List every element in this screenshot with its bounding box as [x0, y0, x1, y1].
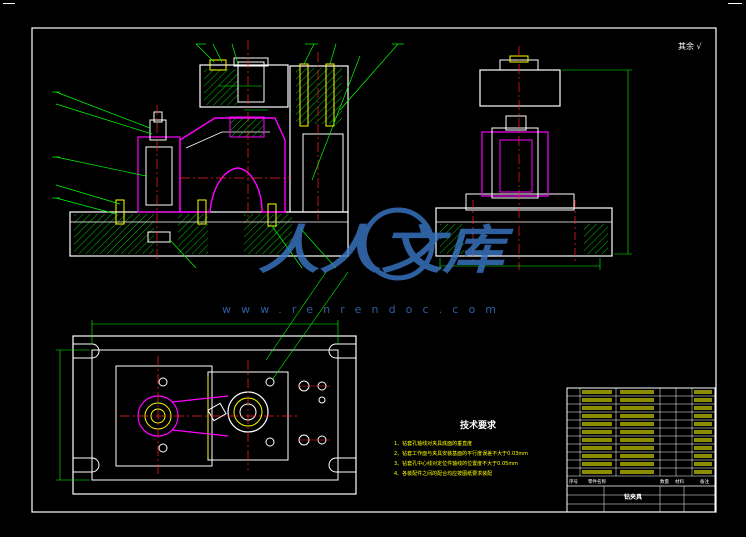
- bom-cell-mark: [582, 406, 612, 410]
- drawing-name: 钻夹具: [624, 493, 642, 501]
- bom-cell-mark: [694, 398, 712, 402]
- parts-list-and-title-block: 序号 零件名称 数量 材料 备注 钻夹具: [566, 387, 716, 513]
- surface-roughness-note: 其余 √: [678, 41, 703, 51]
- tech-requirement-item-4: 4、各装配件之间的配合均应按图纸要求装配: [394, 470, 492, 477]
- bom-cell-mark: [620, 462, 654, 466]
- top-left-corner-mark: [3, 3, 15, 4]
- bom-cell-mark: [694, 414, 712, 418]
- top-right-corner-mark: [728, 3, 742, 4]
- base-hatch-mid: [178, 214, 208, 254]
- hole: [265, 437, 275, 447]
- bom-cell-mark: [620, 398, 654, 402]
- bom-cell-mark: [582, 422, 612, 426]
- bom-cell-mark: [620, 406, 654, 410]
- tech-requirements-title: 技术要求: [460, 419, 497, 431]
- u-slot-bottom-right: [328, 457, 356, 473]
- bom-cell-mark: [582, 438, 612, 442]
- watermark-brand: 人人文库: [258, 220, 515, 281]
- watermark-logo-ring: [361, 207, 435, 281]
- tech-requirement-item-2: 2、钻套工作面与夹具安装基面的平行度误差不大于0.03mm: [394, 450, 528, 457]
- bom-cell-mark: [694, 438, 712, 442]
- bom-header-qty: 数量: [660, 478, 669, 485]
- bom-cell-mark: [694, 406, 712, 410]
- side-support: [465, 193, 575, 211]
- bom-cell-mark: [620, 414, 654, 418]
- side-drill-plate: [479, 69, 561, 107]
- technical-requirements: 技术要求 1、钻套孔轴线对夹具底面的垂直度 2、钻套工作面与夹具安装基面的平行度…: [394, 419, 528, 477]
- bom-cell-mark: [620, 390, 654, 394]
- watermark: 人人文库 www.renrendoc.com: [222, 207, 515, 316]
- bom-cell-mark: [582, 398, 612, 402]
- bom-cell-mark: [582, 430, 612, 434]
- u-slot-top-left: [73, 343, 100, 359]
- watermark-url: www.renrendoc.com: [222, 303, 504, 316]
- bom-cell-mark: [694, 430, 712, 434]
- top-base-plate: [72, 335, 357, 495]
- top-view: [56, 271, 357, 495]
- front-section-view: [52, 40, 404, 269]
- bom-cell-mark: [582, 446, 612, 450]
- hole: [265, 377, 275, 387]
- side-view: [435, 46, 632, 270]
- bom-header-note: 备注: [700, 478, 709, 485]
- bom-cell-mark: [620, 470, 654, 474]
- base-hatch-left: [74, 214, 154, 254]
- hole: [158, 443, 168, 453]
- workpiece-fork: [179, 117, 286, 213]
- bom-cell-mark: [620, 454, 654, 458]
- bom-header-name: 零件名称: [588, 478, 606, 485]
- bom-cell-mark: [582, 414, 612, 418]
- u-slot-top-right: [328, 343, 356, 359]
- bom-cell-mark: [620, 430, 654, 434]
- hole: [318, 396, 326, 404]
- bom-cell-mark: [694, 446, 712, 450]
- u-slot-bottom-left: [73, 457, 100, 473]
- bom-cell-mark: [582, 462, 612, 466]
- drill-bushing-head: [233, 57, 269, 67]
- hole: [158, 377, 168, 387]
- bom-header-index: 序号: [569, 478, 578, 485]
- bom-cell-mark: [620, 446, 654, 450]
- bom-cell-mark: [582, 390, 612, 394]
- bom-cell-mark: [620, 438, 654, 442]
- outer-border: [31, 27, 717, 513]
- bom-cell-mark: [582, 470, 612, 474]
- left-support: [137, 136, 181, 213]
- bom-header-material: 材料: [675, 478, 684, 485]
- bom-cell-mark: [620, 422, 654, 426]
- bom-cell-mark: [694, 454, 712, 458]
- side-workpiece: [481, 131, 549, 197]
- bushing-hatch: [229, 116, 265, 138]
- bom-cell-mark: [694, 390, 712, 394]
- tech-requirement-item-1: 1、钻套孔轴线对夹具底面的垂直度: [394, 440, 472, 447]
- bom-cell-mark: [694, 470, 712, 474]
- side-base: [435, 207, 613, 257]
- parts-list-frame: [566, 387, 716, 513]
- bom-cell-mark: [694, 462, 712, 466]
- tech-requirement-item-3: 3、钻套孔中心线对定位件轴线的位置度不大于0.05mm: [394, 460, 518, 467]
- bom-cell-mark: [582, 454, 612, 458]
- bom-cell-mark: [694, 422, 712, 426]
- left-bolt: [149, 119, 167, 141]
- drill-plate: [199, 64, 289, 108]
